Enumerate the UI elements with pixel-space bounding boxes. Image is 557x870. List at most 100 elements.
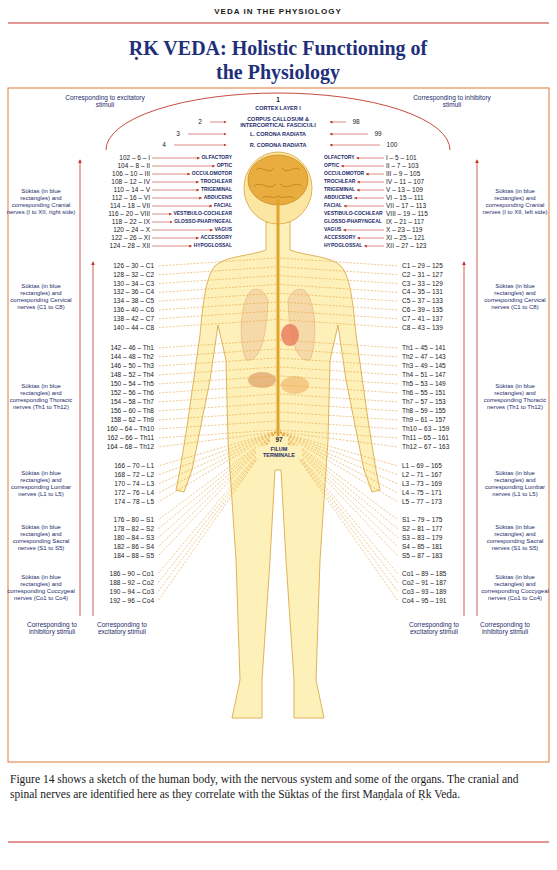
nerve-line bbox=[280, 432, 398, 493]
stimulus-note: Corresponding to inhibitory stimuli bbox=[412, 94, 492, 109]
cranial-nerve-name: ABDUCENS bbox=[204, 195, 232, 201]
label-arrows bbox=[152, 122, 384, 246]
sukta-number: 136 – 40 – C6 bbox=[113, 306, 154, 313]
sukta-number: 176 – 80 – S1 bbox=[114, 516, 154, 523]
nerve-group-label: Sūktas (in blue rectangles) and correspo… bbox=[480, 470, 550, 498]
sukta-number: Th10 – 63 – 159 bbox=[402, 425, 449, 432]
liver bbox=[248, 372, 276, 388]
nerve-line bbox=[158, 284, 276, 292]
pointer-arrow bbox=[152, 174, 190, 175]
cranial-nerve-name: OPTIC bbox=[217, 163, 232, 169]
sukta-number: 180 – 84 – S3 bbox=[114, 534, 154, 541]
brain-part: CORPUS CALLOSUM & INTERCORTICAL FASCICUL… bbox=[228, 116, 328, 129]
nerve-group-label: Sūktas (in blue rectangles) and correspo… bbox=[6, 470, 76, 498]
stomach bbox=[281, 376, 309, 394]
pointer-arrow bbox=[152, 182, 199, 183]
sukta-number: C8 – 43 – 139 bbox=[402, 324, 443, 331]
sukta-number: 192 – 96 – Co4 bbox=[110, 597, 154, 604]
nerve-group-label: Sūktas (in blue rectangles) and correspo… bbox=[480, 283, 550, 311]
nerve-line bbox=[158, 432, 276, 493]
sukta-number: L5 – 77 – 173 bbox=[402, 498, 442, 505]
nerve-line bbox=[158, 403, 276, 411]
sukta-number: 150 – 54 – Th5 bbox=[110, 380, 154, 387]
sukta-number: 130 – 34 – C3 bbox=[113, 280, 154, 287]
sukta-number: 170 – 74 – L3 bbox=[114, 480, 154, 487]
sukta-number: C6 – 39 – 135 bbox=[402, 306, 443, 313]
sukta-number: 120 – 24 – X bbox=[113, 226, 150, 233]
sukta-number: 3 bbox=[170, 130, 186, 137]
sukta-number: 128 – 32 – C2 bbox=[113, 271, 154, 278]
pointer-arrow bbox=[357, 190, 384, 191]
sukta-number: V – 13 – 109 bbox=[386, 186, 423, 193]
nerve-line bbox=[158, 358, 276, 366]
nerve-group-label: Sūktas (in blue rectangles) and correspo… bbox=[6, 383, 76, 411]
nerve-line bbox=[280, 320, 398, 328]
nerve-group-label: Sūktas (in blue rectangles) and correspo… bbox=[6, 188, 76, 216]
sukta-number: 97 bbox=[270, 436, 288, 443]
stimulus-note: Corresponding to excitatory stimuli bbox=[65, 94, 145, 109]
nerve-line bbox=[280, 267, 398, 275]
header-rule bbox=[8, 22, 549, 23]
sukta-number: 140 – 44 – C8 bbox=[113, 324, 154, 331]
nerve-line bbox=[158, 432, 276, 502]
sukta-number: I – 5 – 101 bbox=[386, 154, 417, 161]
sukta-number: 104 – 8 – II bbox=[117, 162, 150, 169]
sukta-number: S2 – 81 – 177 bbox=[402, 525, 442, 532]
pointer-arrow bbox=[174, 145, 226, 146]
sukta-number: L3 – 73 – 169 bbox=[402, 480, 442, 487]
sukta-number: 1 bbox=[268, 96, 288, 103]
sukta-number: Th3 – 49 – 145 bbox=[402, 362, 446, 369]
nerve-line bbox=[158, 320, 276, 328]
sukta-number: S3 – 83 – 179 bbox=[402, 534, 442, 541]
sukta-number: 2 bbox=[192, 118, 208, 125]
heart bbox=[281, 324, 299, 346]
sukta-number: L1 – 69 – 165 bbox=[402, 462, 442, 469]
sukta-number: 146 – 50 – Th3 bbox=[110, 362, 154, 369]
brain-part: R. CORONA RADIATA bbox=[228, 142, 328, 148]
nerve-line bbox=[158, 311, 276, 319]
cranial-nerve-name: VESTIBULO-COCHLEAR bbox=[324, 211, 383, 217]
cranial-nerve-name: VAGUS bbox=[215, 227, 232, 233]
nerve-line bbox=[280, 385, 398, 393]
nerve-group-label: Sūktas (in blue rectangles) and correspo… bbox=[480, 383, 550, 411]
sukta-number: 168 – 72 – L2 bbox=[114, 471, 154, 478]
sukta-number: Th12 – 67 – 163 bbox=[402, 443, 449, 450]
sukta-number: 164 – 68 – Th12 bbox=[107, 443, 154, 450]
sukta-number: 138 – 42 – C7 bbox=[113, 315, 154, 322]
spinal-cord bbox=[277, 200, 280, 436]
stimulus-arrow bbox=[464, 262, 465, 616]
nerve-line bbox=[280, 358, 398, 366]
pointer-arrow bbox=[357, 158, 384, 159]
sukta-number: VI – 15 – 111 bbox=[386, 194, 424, 201]
stimulus-arrow bbox=[80, 160, 81, 616]
nerve-line bbox=[158, 385, 276, 393]
nerve-line bbox=[158, 376, 276, 384]
pointer-arrow bbox=[152, 158, 199, 159]
cranial-nerve-name: GLOSSO-PHARYNGEAL bbox=[174, 219, 232, 225]
figure-title: ṚK VEDA: Holistic Functioning of the Phy… bbox=[128, 36, 428, 84]
pointer-arrow bbox=[330, 134, 368, 135]
nerve-line bbox=[280, 293, 398, 301]
sukta-number: C4 – 35 – 131 bbox=[402, 289, 443, 296]
pointer-arrow bbox=[341, 166, 384, 167]
sukta-number: Co2 – 91 – 187 bbox=[402, 579, 446, 586]
nerve-line bbox=[158, 276, 276, 284]
sukta-number: 182 – 86 – S4 bbox=[114, 543, 154, 550]
cranial-nerve-name: OCCULOMOTOR bbox=[192, 171, 232, 177]
cranial-nerve-name: OCCULOMOTOR bbox=[324, 171, 364, 177]
cortex-arc bbox=[106, 93, 450, 150]
filum-label: FILUM TERMINALE bbox=[256, 446, 302, 459]
sukta-number: 132 – 36 – C4 bbox=[113, 289, 154, 296]
sukta-number: 152 – 56 – Th6 bbox=[110, 389, 154, 396]
pointer-arrow bbox=[152, 230, 213, 231]
nerve-line bbox=[280, 367, 398, 375]
sukta-number: S1 – 79 – 175 bbox=[402, 516, 442, 523]
sukta-number: IX – 21 – 117 bbox=[386, 218, 424, 225]
running-header: VEDA IN THE PHYSIOLOGY bbox=[128, 7, 428, 16]
pointer-arrow bbox=[330, 145, 380, 146]
cranial-nerve-name: ABDUCENS bbox=[324, 195, 352, 201]
cranial-nerve-name: TRIGEMINAL bbox=[324, 187, 355, 193]
sukta-number: 188 – 92 – Co2 bbox=[110, 579, 154, 586]
